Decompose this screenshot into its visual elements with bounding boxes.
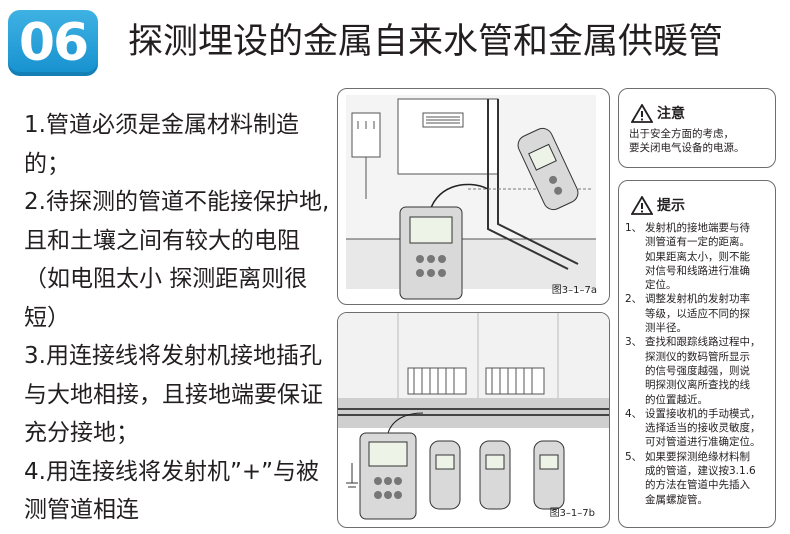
instruction-1: 1.管道必须是金属材料制造的； [24,112,299,177]
tip-line: 可对管道进行准确定位。 [645,436,761,449]
caution-text: 出于安全方面的考虑， 要关闭电气设备的电源。 [629,127,745,156]
tip-line: 如果要探测绝缘材料制 [645,450,750,463]
tips-title: 提示 [657,198,685,214]
figure-a-caption: 图3–1–7a [551,285,597,296]
tip-number: 2、 [625,293,643,306]
tip-line: 等级，以适应不同的探 [645,307,750,320]
tip-number: 5、 [625,450,643,463]
tip-line: 发射机的接地端要与待 [645,222,750,234]
tip-line: 成的管道，建议按3.1.6 [645,465,756,478]
tip-line: 测半径。 [645,322,687,335]
figure-a-panel: 图3–1–7a [337,88,610,305]
tip-line: 的方法在管道中先插入 [645,479,750,492]
tips-list: 1、 发射机的接地端要与待 测管道有一定的距离。 如果距离太小，则不能 对信号和… [625,221,773,507]
instruction-3: 3.用连接线将发射机接地插孔与大地相接，且接地端要保证充分接地； [24,343,323,446]
section-number-badge: 06 [8,10,98,76]
tip-line: 的位置越近。 [645,393,708,406]
tip-line: 金属螺旋管。 [645,493,708,506]
tip-line: 调整发射机的发射功率 [645,293,750,306]
tip-number: 3、 [625,336,643,349]
caution-line: 出于安全方面的考虑， [629,128,734,140]
tip-item: 5、 如果要探测绝缘材料制 成的管道，建议按3.1.6 的方法在管道中先插入 金… [625,450,773,507]
tip-line: 探测仪的数码管所显示 [645,350,750,363]
warning-icon [631,103,653,123]
tip-line: 如果距离太小，则不能 [645,250,750,263]
tip-line: 明探测仪离所查找的线 [645,379,750,392]
tip-item: 3、 查找和跟踪线路过程中， 探测仪的数码管所显示 的信号强度越强，则说 明探测… [625,335,773,406]
tips-header: 提示 [631,195,685,215]
tips-box: 提示 1、 发射机的接地端要与待 测管道有一定的距离。 如果距离太小，则不能 对… [618,180,776,528]
instructions: 1.管道必须是金属材料制造的； 2.待探测的管道不能接保护地,且和土壤之间有较大… [24,106,330,530]
tip-item: 1、 发射机的接地端要与待 测管道有一定的距离。 如果距离太小，则不能 对信号和… [625,221,773,292]
caution-line: 要关闭电气设备的电源。 [629,142,745,155]
figure-b-caption: 图3–1–7b [549,508,595,519]
tip-line: 测管道有一定的距离。 [645,236,750,249]
tip-number: 4、 [625,407,643,420]
tip-line: 设置接收机的手动模式， [645,407,761,420]
caution-title: 注意 [657,106,685,122]
page-title: 探测埋设的金属自来水管和金属供暖管 [128,22,724,62]
instruction-4: 4.用连接线将发射机”+”与被测管道相连 [24,458,320,524]
tip-item: 2、 调整发射机的发射功率 等级，以适应不同的探 测半径。 [625,292,773,335]
tip-line: 对信号和线路进行准确 [645,264,750,277]
warning-icon [631,195,653,215]
caution-header: 注意 [631,103,685,123]
figure-a-illustration [346,95,596,300]
tip-line: 定位。 [645,279,677,292]
caution-box: 注意 出于安全方面的考虑， 要关闭电气设备的电源。 [618,88,776,168]
figure-b-illustration [338,313,609,520]
instruction-2: 2.待探测的管道不能接保护地,且和土壤之间有较大的电阻（如电阻太小 探测距离则很… [24,189,330,331]
tip-line: 的信号强度越强，则说 [645,364,750,377]
tip-line: 查找和跟踪线路过程中， [645,336,761,349]
figure-b-panel: 图3–1–7b [337,312,610,528]
tip-line: 选择适当的接收灵敏度， [645,422,761,435]
tip-item: 4、 设置接收机的手动模式， 选择适当的接收灵敏度， 可对管道进行准确定位。 [625,407,773,450]
tip-number: 1、 [625,222,643,234]
